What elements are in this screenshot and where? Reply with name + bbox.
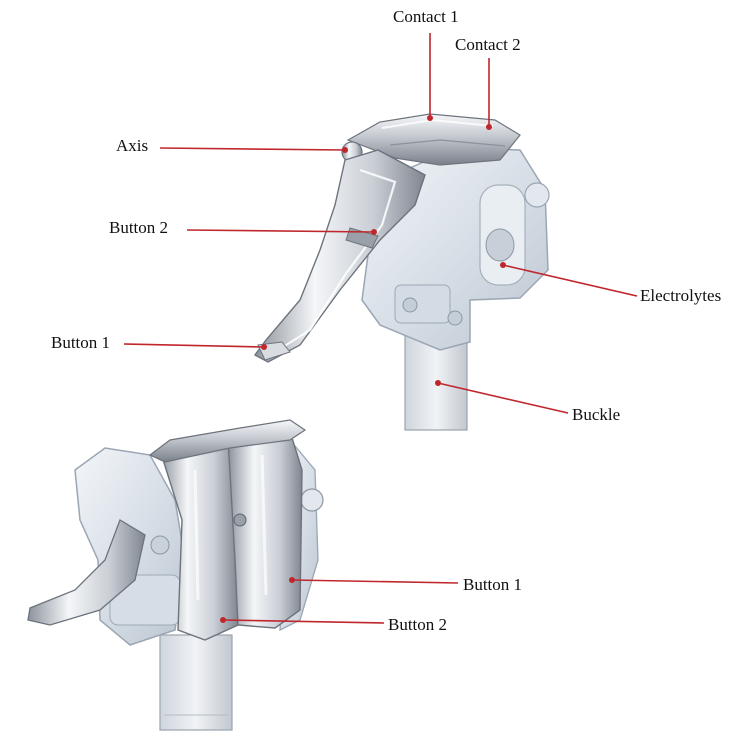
bottom-annotations: Button 1 Button 2 — [220, 575, 522, 634]
bottom-trigger-illustration — [27, 419, 324, 731]
callout-contact1: Contact 1 — [393, 7, 459, 121]
leader-buckle — [437, 382, 569, 414]
label-bottom-button2: Button 2 — [388, 615, 447, 634]
label-top-button2: Button 2 — [109, 218, 168, 237]
callout-bottom-button2: Button 2 — [220, 615, 447, 634]
leader-dot-axis — [342, 147, 348, 153]
leader-top-button1 — [123, 343, 265, 348]
leader-top-button2 — [186, 229, 375, 233]
leader-bottom-button2 — [222, 619, 385, 624]
leader-dot-contact2 — [486, 124, 492, 130]
leader-bottom-button1 — [291, 579, 459, 584]
top-trigger-illustration — [253, 113, 550, 431]
leader-axis — [159, 147, 346, 151]
callout-bottom-button1: Button 1 — [289, 575, 522, 594]
label-bottom-button1: Button 1 — [463, 575, 522, 594]
leader-dot-top-button1 — [261, 344, 267, 350]
bottom-buckle-tab — [159, 634, 233, 731]
label-contact2: Contact 2 — [455, 35, 521, 54]
callout-electrolytes: Electrolytes — [500, 262, 721, 305]
bottom-lever — [27, 519, 146, 626]
callout-contact2: Contact 2 — [455, 35, 521, 130]
label-axis: Axis — [116, 136, 148, 155]
leader-dot-bottom-button1 — [289, 577, 295, 583]
leader-dot-contact1 — [427, 115, 433, 121]
callout-axis: Axis — [116, 136, 348, 155]
callout-top-button1: Button 1 — [51, 333, 267, 352]
leader-dot-buckle — [435, 380, 441, 386]
callout-buckle: Buckle — [435, 380, 620, 424]
leader-electrolytes — [502, 264, 638, 297]
label-top-button1: Button 1 — [51, 333, 110, 352]
leader-dot-top-button2 — [371, 229, 377, 235]
callout-top-button2: Button 2 — [109, 218, 377, 237]
leader-dot-electrolytes — [500, 262, 506, 268]
bottom-button2-pad — [159, 437, 239, 641]
top-annotations: Contact 1 Contact 2 Axis Button 2 Button… — [51, 7, 721, 424]
label-buckle: Buckle — [572, 405, 620, 424]
leader-dot-bottom-button2 — [220, 617, 226, 623]
label-electrolytes: Electrolytes — [640, 286, 721, 305]
label-contact1: Contact 1 — [393, 7, 459, 26]
